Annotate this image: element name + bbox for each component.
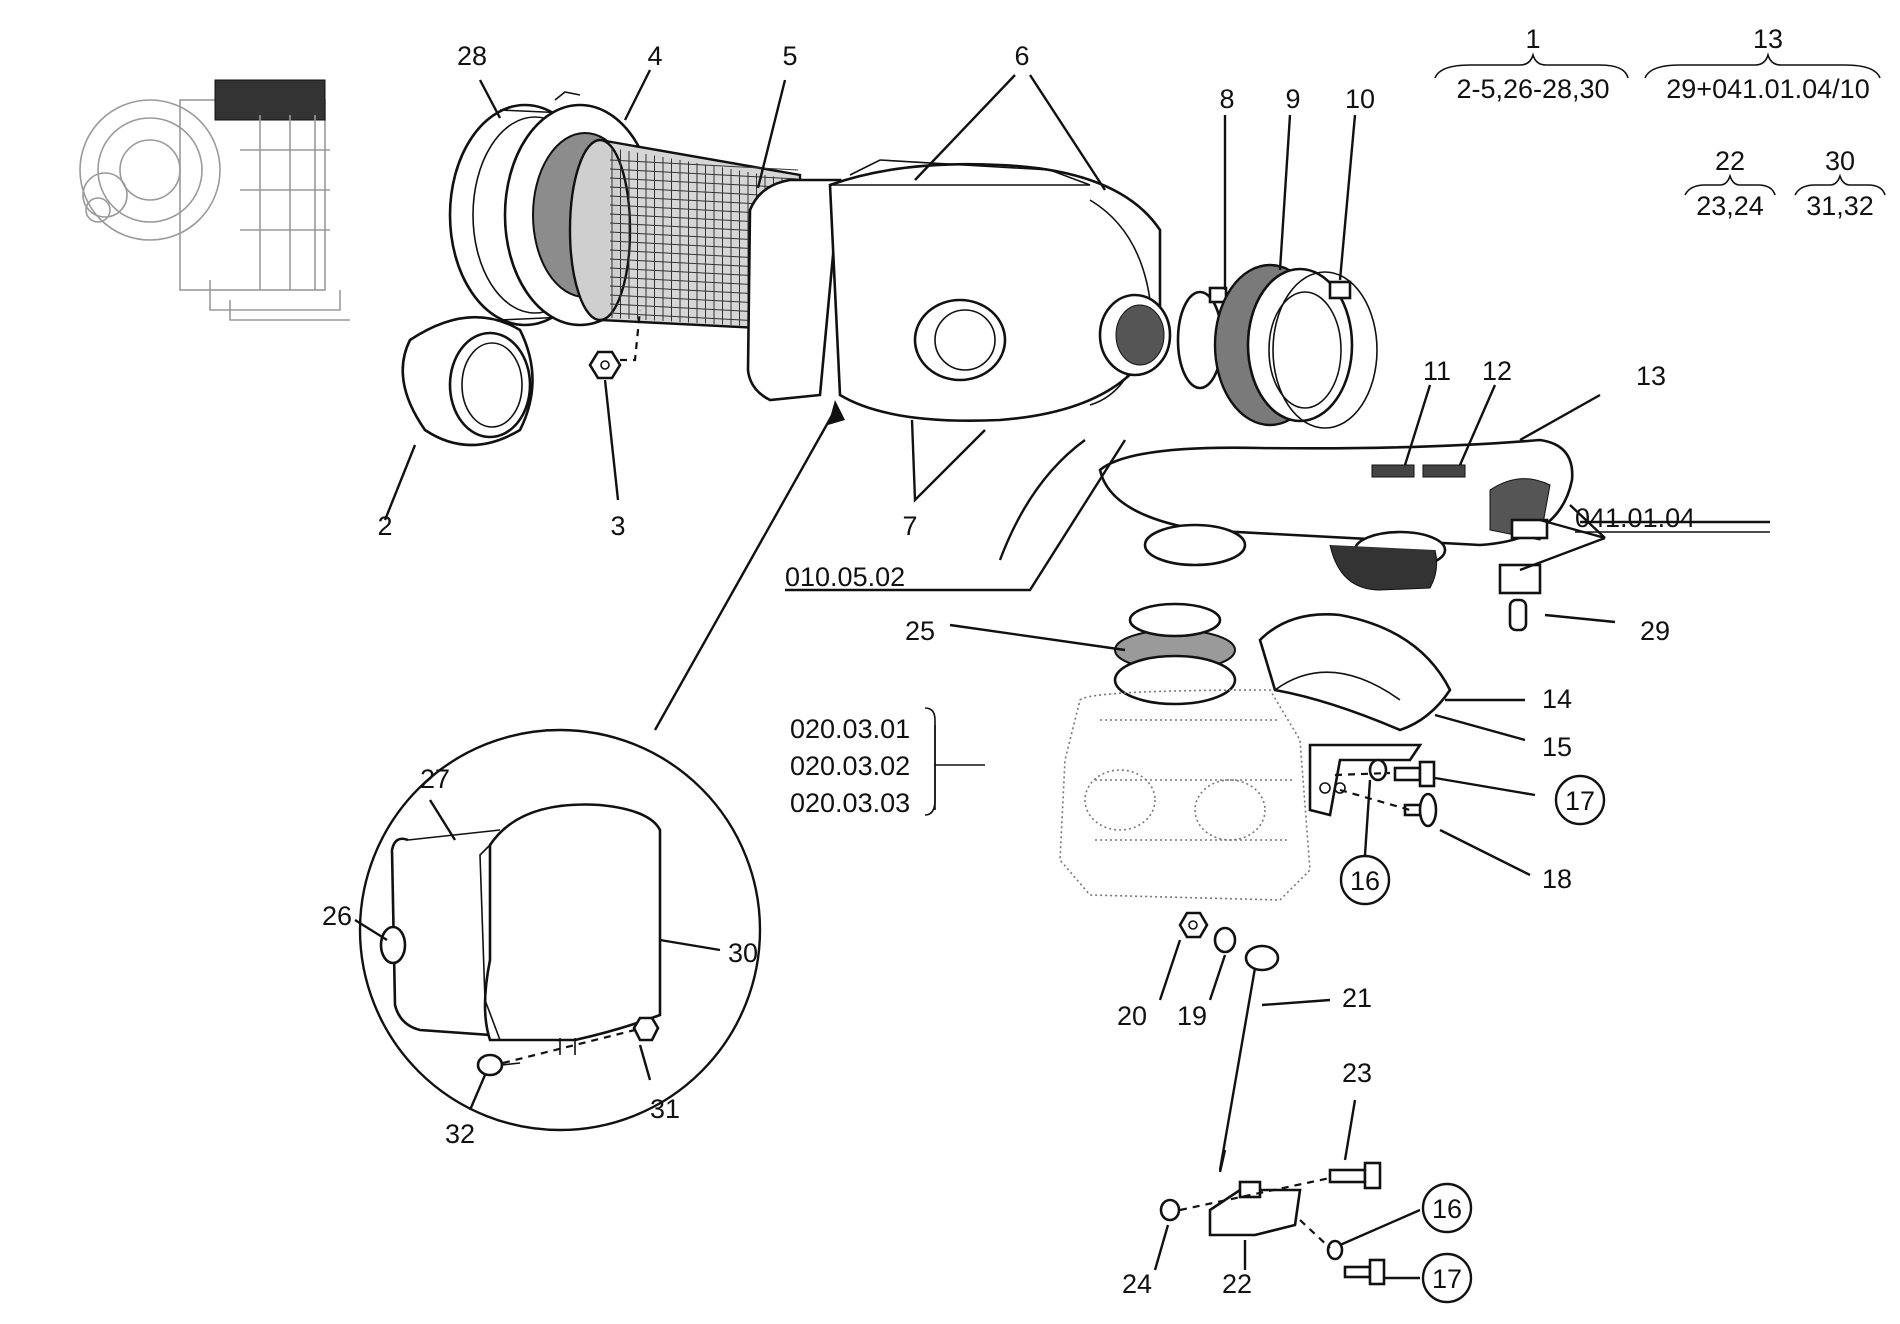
callout-16-lower: 16 (1432, 1194, 1462, 1224)
group-30-head: 30 (1825, 146, 1855, 176)
ref-020-03-02: 020.03.02 (790, 751, 910, 781)
callout-4: 4 (647, 41, 662, 71)
callout-7: 7 (902, 511, 917, 541)
callout-5: 5 (782, 41, 797, 71)
callout-11: 11 (1423, 356, 1451, 386)
group-1-head: 1 (1525, 24, 1540, 54)
nut-20 (1178, 911, 1209, 939)
group-annotations: 1 2-5,26-28,30 13 29+041.01.04/10 22 23,… (1456, 24, 1873, 221)
ref-010-05-02: 010.05.02 (785, 562, 905, 592)
group-22-head: 22 (1715, 146, 1745, 176)
bracket-041-01-04 (1498, 518, 1549, 595)
callout-20: 20 (1117, 1001, 1147, 1031)
ref-020-03-03: 020.03.03 (790, 788, 910, 818)
callout-14: 14 (1542, 684, 1572, 714)
group-1-members: 2-5,26-28,30 (1456, 74, 1609, 104)
carburettor-ghost (1059, 689, 1311, 901)
eye-bolt-21 (1218, 944, 1280, 1173)
nut-3 (588, 350, 622, 380)
screw-32 (476, 1053, 521, 1077)
callout-23: 23 (1342, 1058, 1372, 1088)
leader-lines (354, 69, 1770, 1280)
callout-21: 21 (1342, 983, 1372, 1013)
group-30-members: 31,32 (1806, 191, 1874, 221)
bolt-17b (1343, 1258, 1386, 1286)
callout-24: 24 (1122, 1269, 1152, 1299)
callout-28: 28 (457, 41, 487, 71)
ref-020-03-01: 020.03.01 (790, 714, 910, 744)
group-braces (924, 52, 1886, 816)
bolt-17 (1393, 760, 1436, 788)
air-filter-housing (746, 159, 1172, 423)
assembly-dash-lines (502, 309, 1411, 1249)
callout-13: 13 (1636, 361, 1666, 391)
callout-12: 12 (1482, 356, 1512, 386)
group-13-head: 13 (1753, 24, 1783, 54)
washer-19 (1213, 926, 1237, 954)
callout-31: 31 (650, 1094, 680, 1124)
callout-26: 26 (322, 901, 352, 931)
callout-29: 29 (1640, 616, 1670, 646)
callout-27: 27 (420, 764, 450, 794)
callout-3: 3 (610, 511, 625, 541)
engine-thumbnail-icon (79, 79, 350, 321)
callout-labels: 28 4 5 6 8 9 10 11 12 13 041.01.04 29 25… (322, 41, 1695, 1299)
shroud-14 (1258, 613, 1452, 732)
callout-32: 32 (445, 1119, 475, 1149)
detail-magnifier-circle (358, 728, 762, 1132)
intake-manifold-13 (1098, 438, 1574, 591)
callout-18: 18 (1542, 864, 1572, 894)
pin-29 (1508, 598, 1528, 632)
callout-25: 25 (905, 616, 935, 646)
circled-callouts: 17 16 16 17 (1339, 774, 1606, 1304)
callout-8: 8 (1219, 84, 1234, 114)
grommet-2 (401, 315, 534, 447)
callout-16-upper: 16 (1350, 866, 1380, 896)
callout-19: 19 (1177, 1001, 1207, 1031)
bolt-23 (1328, 1161, 1382, 1190)
group-13-members: 29+041.01.04/10 (1666, 74, 1869, 104)
callout-2: 2 (377, 511, 392, 541)
callout-17-upper: 17 (1565, 786, 1595, 816)
callout-10: 10 (1345, 84, 1375, 114)
clip-22 (1208, 1180, 1302, 1237)
gasket-25 (1113, 602, 1237, 706)
nut-24 (1159, 1198, 1181, 1222)
callout-22: 22 (1222, 1269, 1252, 1299)
clamp-10 (1272, 271, 1378, 429)
callout-15: 15 (1542, 732, 1572, 762)
hose-9 (1213, 263, 1354, 427)
callout-6: 6 (1014, 41, 1029, 71)
knob-18 (1403, 792, 1438, 828)
bracket-15 (1308, 743, 1423, 817)
callout-9: 9 (1285, 84, 1300, 114)
ref-041-01-04: 041.01.04 (1575, 503, 1695, 533)
washer-16b (1326, 1239, 1344, 1261)
washer-16 (1368, 758, 1388, 782)
callout-30: 30 (728, 938, 758, 968)
group-22-members: 23,24 (1696, 191, 1764, 221)
callout-17-lower: 17 (1432, 1264, 1462, 1294)
nut-31 (632, 1016, 660, 1042)
